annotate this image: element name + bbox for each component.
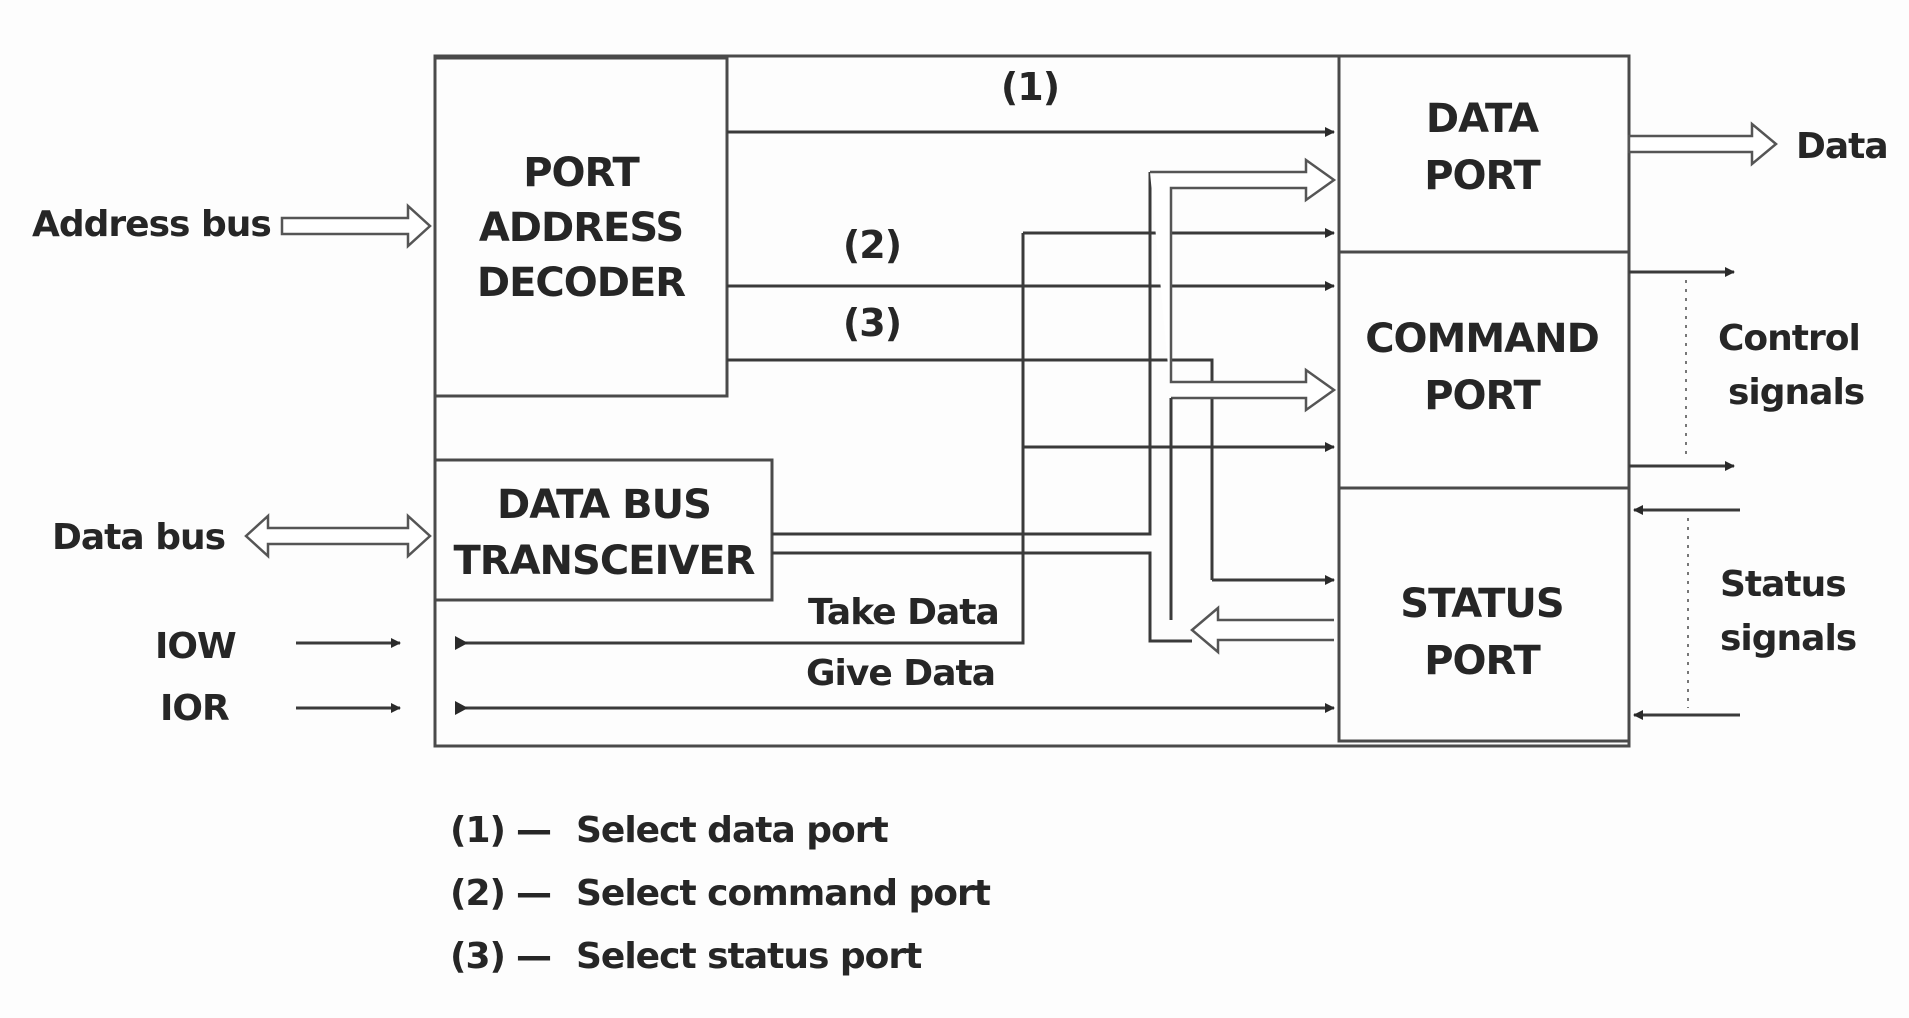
- decoder-label-2: ADDRESS: [479, 205, 683, 251]
- decoder-label-1: PORT: [523, 150, 640, 196]
- data-output-label: Data: [1796, 126, 1888, 167]
- ior-internal-arrow-icon: [455, 701, 468, 715]
- transceiver-label-2: TRANSCEIVER: [454, 538, 755, 584]
- select-line-3-label: (3): [843, 301, 901, 345]
- select-line-2-label: (2): [843, 223, 901, 267]
- status-signals-label-2: signals: [1720, 618, 1856, 659]
- legend-key-3: (3): [450, 936, 505, 977]
- control-signals-label-2: signals: [1728, 372, 1864, 413]
- data-bus-transceiver-block: [433, 458, 774, 602]
- command-port-label-2: PORT: [1424, 373, 1541, 419]
- legend-dash-2: —: [516, 873, 551, 914]
- control-signals-label-1: Control: [1718, 318, 1860, 359]
- iow-internal-arrow-icon: [455, 636, 468, 650]
- port-column: [1337, 54, 1631, 743]
- data-bus-arrow: [244, 513, 432, 559]
- data-port-label-1: DATA: [1426, 96, 1539, 142]
- address-bus-arrow: [280, 203, 432, 249]
- legend-text-1: Select data port: [576, 810, 889, 851]
- legend-key-2: (2): [450, 873, 505, 914]
- bus-from-status-port: [1190, 605, 1334, 655]
- legend-text-2: Select command port: [576, 873, 991, 914]
- select-line-1-label: (1): [1001, 65, 1059, 109]
- bus-to-data-command-ports: [1150, 157, 1337, 413]
- decoder-label-3: DECODER: [477, 260, 685, 306]
- ior-label: IOR: [160, 688, 229, 729]
- status-port-label-1: STATUS: [1400, 581, 1563, 627]
- address-bus-label: Address bus: [32, 204, 271, 245]
- legend-key-1: (1): [450, 810, 505, 851]
- status-port-label-2: PORT: [1424, 638, 1541, 684]
- data-output-arrow: [1627, 121, 1778, 167]
- port-address-decoder-block: [433, 56, 729, 398]
- transceiver-bus-out: [772, 172, 1152, 536]
- transceiver-label-1: DATA BUS: [497, 482, 711, 528]
- transceiver-bus-in: [772, 551, 1192, 643]
- iow-label: IOW: [155, 626, 236, 667]
- legend-dash-1: —: [516, 810, 551, 851]
- command-port-label-1: COMMAND: [1365, 316, 1599, 362]
- data-bus-label: Data bus: [52, 517, 225, 558]
- data-port-label-2: PORT: [1424, 153, 1541, 199]
- legend-dash-3: —: [516, 936, 551, 977]
- give-data-label: Give Data: [806, 653, 995, 694]
- take-data-line: [455, 233, 1025, 645]
- take-data-label: Take Data: [808, 592, 999, 633]
- legend: (1) — Select data port (2) — Select comm…: [450, 810, 992, 977]
- select-line-3: [727, 358, 1214, 580]
- status-signals-label-1: Status: [1720, 564, 1846, 605]
- legend-text-3: Select status port: [576, 936, 922, 977]
